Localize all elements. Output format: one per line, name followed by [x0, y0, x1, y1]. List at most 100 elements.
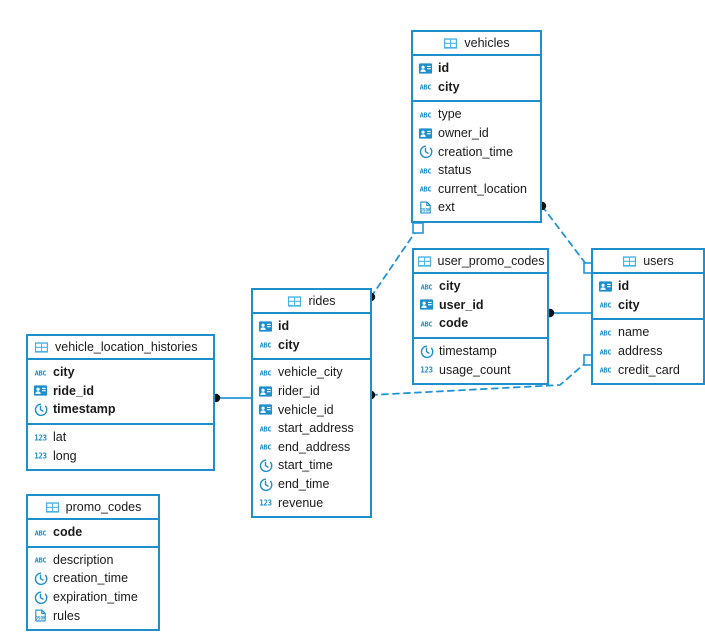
field-name-label: end_address — [278, 439, 351, 454]
table-grid-icon — [45, 501, 59, 513]
field-row-rides-revenue[interactable]: 123 revenue — [253, 493, 370, 512]
abc-icon: ABC — [260, 425, 272, 433]
svg-text:ABC: ABC — [260, 342, 272, 350]
table-grid-icon — [444, 37, 458, 49]
field-row-vehicles-owner_id[interactable]: owner_id — [413, 124, 540, 143]
entity-title-label: promo_codes — [65, 500, 142, 514]
entity-title-label: vehicle_location_histories — [55, 340, 198, 354]
field-row-vehicles-ext[interactable]: JSON ext — [413, 198, 540, 217]
field-name-label: credit_card — [618, 362, 680, 377]
clock-icon — [34, 403, 48, 417]
id-card-icon — [258, 385, 273, 397]
entity-title-label: vehicles — [464, 36, 510, 50]
abc-icon: ABC — [420, 167, 432, 175]
abc-icon: ABC — [260, 342, 272, 350]
field-name-label: revenue — [278, 495, 324, 510]
json-icon: JSON — [420, 201, 431, 214]
abc-icon: ABC — [421, 283, 433, 291]
field-name-label: city — [618, 297, 640, 312]
field-row-rides-end_time[interactable]: end_time — [253, 475, 370, 494]
clock-icon — [34, 572, 48, 586]
123-icon: 123 — [34, 452, 48, 461]
field-row-vehicles-status[interactable]: ABC status — [413, 161, 540, 180]
id-card-icon — [258, 321, 273, 332]
field-name-label: owner_id — [438, 126, 489, 141]
abc-icon: ABC — [600, 329, 612, 337]
field-name-label: user_id — [439, 297, 484, 312]
svg-text:123: 123 — [259, 499, 272, 508]
abc-icon: ABC — [600, 302, 612, 310]
field-name-label: name — [618, 325, 650, 340]
field-name-label: vehicle_id — [278, 402, 334, 417]
field-name-label: status — [438, 163, 472, 178]
field-row-promo_codes-expiration_time[interactable]: expiration_time — [28, 588, 158, 607]
field-name-label: ext — [438, 200, 455, 215]
primary-key-row-vehicle_location_histories-timestamp[interactable]: timestamp — [28, 400, 213, 419]
123-icon: 123 — [420, 366, 434, 375]
primary-key-row-users-city[interactable]: ABC city — [593, 296, 703, 315]
clock-icon — [420, 345, 434, 358]
primary-key-row-rides-id[interactable]: id — [253, 317, 370, 336]
123-icon: 123 — [259, 499, 273, 508]
primary-key-row-vehicles-id[interactable]: id — [413, 59, 540, 78]
primary-key-row-vehicle_location_histories-ride_id[interactable]: ride_id — [28, 382, 213, 401]
clock-icon — [34, 591, 48, 604]
field-row-promo_codes-creation_time[interactable]: creation_time — [28, 569, 158, 588]
id-card-icon — [33, 385, 48, 397]
primary-key-row-users-id[interactable]: id — [593, 277, 703, 296]
relationship-vehicle_location_histories-rides[interactable] — [211, 393, 252, 403]
abc-icon: ABC — [260, 369, 272, 377]
field-name-label: long — [53, 448, 77, 463]
abc-icon: ABC — [420, 84, 432, 92]
table-grid-icon — [288, 295, 302, 307]
field-name-label: start_time — [278, 458, 333, 473]
field-row-rides-rider_id[interactable]: rider_id — [253, 382, 370, 401]
abc-icon: ABC — [35, 557, 47, 565]
field-row-users-name[interactable]: ABC name — [593, 323, 703, 342]
field-row-vehicle_location_histories-long[interactable]: 123 long — [28, 446, 213, 465]
clock-icon — [259, 459, 273, 472]
field-row-rides-start_time[interactable]: start_time — [253, 456, 370, 475]
field-row-vehicles-creation_time[interactable]: creation_time — [413, 142, 540, 161]
primary-key-row-user_promo_codes-user_id[interactable]: user_id — [414, 296, 547, 315]
field-name-label: code — [439, 316, 469, 331]
table-grid-icon — [623, 255, 637, 267]
entity-header-rides: rides — [253, 290, 370, 314]
field-name-label: timestamp — [53, 402, 116, 417]
field-name-label: expiration_time — [53, 590, 138, 605]
svg-text:ABC: ABC — [600, 329, 612, 337]
field-row-rides-vehicle_id[interactable]: vehicle_id — [253, 400, 370, 419]
field-row-user_promo_codes-timestamp[interactable]: timestamp — [414, 342, 547, 361]
relationship-user_promo_codes-users[interactable] — [545, 308, 592, 318]
abc-icon: ABC — [35, 369, 47, 377]
svg-text:ABC: ABC — [420, 186, 432, 194]
field-name-label: lat — [53, 430, 67, 445]
svg-text:JSON: JSON — [420, 208, 431, 214]
